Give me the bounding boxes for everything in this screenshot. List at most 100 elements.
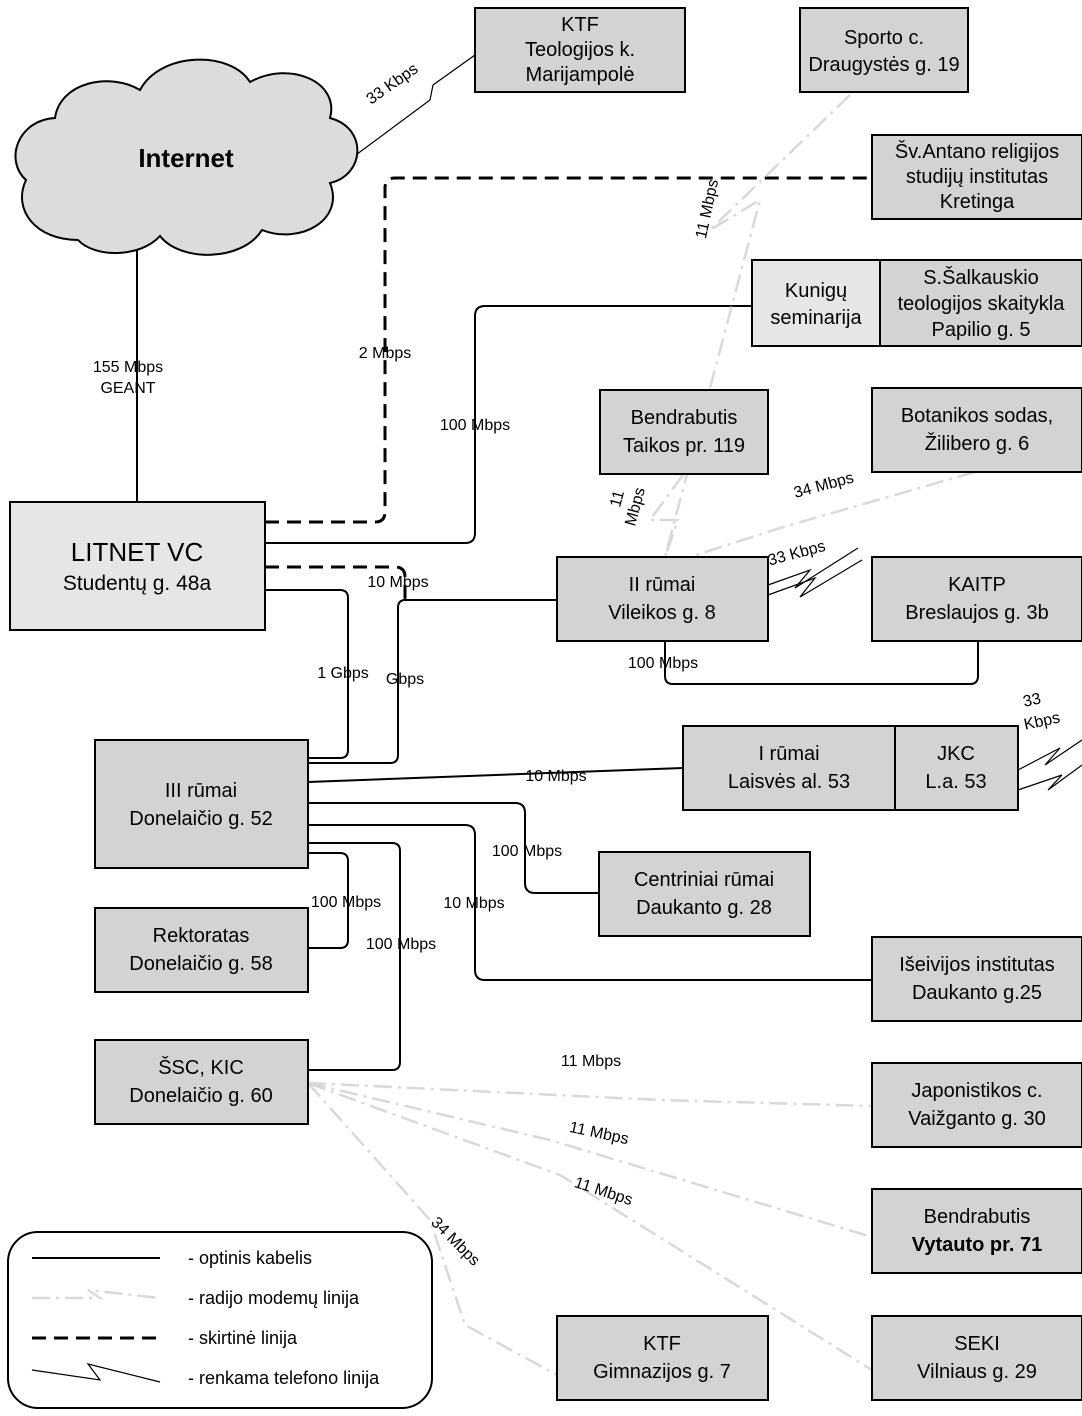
node-line: Vileikos g. 8	[608, 602, 715, 624]
label-155mbps: 155 Mbps	[93, 359, 163, 376]
link-iii-iseivijos	[308, 824, 872, 981]
node-ktf-marijampole: KTF Teologijos k. Marijampolė	[474, 7, 686, 93]
label-11mbps-sporto: 11 Mbps	[693, 178, 722, 240]
link-jkc-phone-b	[1017, 764, 1082, 791]
label-33kbps-ii: 33 Kbps	[766, 538, 827, 570]
link-ii-iii	[308, 599, 557, 764]
node-line: Centriniai rūmai	[634, 869, 774, 891]
link-litnet-kunigu	[265, 305, 752, 544]
node-line: Donelaičio g. 52	[129, 808, 272, 830]
internet-cloud: Internet	[14, 58, 359, 256]
label-10mbps-ii: 10 Mbps	[367, 574, 428, 591]
node-litnet: LITNET VC Studentų g. 48a	[9, 501, 266, 631]
link-ii-phone-b	[767, 559, 863, 598]
link-ii-phone-a	[767, 547, 859, 589]
node-line: Kretinga	[940, 191, 1015, 213]
label-2mbps: 2 Mbps	[359, 345, 411, 362]
link-iii-centriniai	[308, 802, 599, 894]
link-litnet-iii-a	[265, 589, 349, 759]
node-centriniai: Centriniai rūmai Daukanto g. 28	[598, 851, 811, 937]
node-line: II rūmai	[629, 574, 696, 596]
link-sporto-ii	[663, 94, 851, 558]
node-line: Vilniaus g. 29	[917, 1361, 1037, 1383]
label-10mbps-iseivijos: 10 Mbps	[443, 895, 504, 912]
link-ssc-japonistikos	[307, 1081, 873, 1108]
node-line: KAITP	[948, 574, 1006, 596]
link-jkc-phone-a	[1017, 739, 1082, 771]
node-line: studijų institutas	[906, 166, 1048, 188]
node-bendrabutis-taikos: Bendrabutis Taikos pr. 119	[599, 389, 769, 475]
node-line: Kunigų	[785, 280, 847, 302]
label-geant: GEANT	[100, 380, 155, 397]
node-line: Breslaujos g. 3b	[905, 602, 1048, 624]
label-1gbps: 1 Gbps	[317, 665, 369, 682]
cloud-shape	[14, 58, 359, 256]
label-33-jkc: 33	[1022, 690, 1043, 710]
link-iii-rektoratas	[308, 852, 349, 949]
node-line: Japonistikos c.	[911, 1080, 1042, 1102]
node-iii-rumai: III rūmai Donelaičio g. 52	[94, 739, 309, 869]
node-jkc: JKC L.a. 53	[894, 725, 1019, 811]
node-sporto: Sporto c. Draugystės g. 19	[799, 7, 969, 93]
link-taikos-ii	[647, 474, 685, 558]
node-line: teologijos skaitykla	[898, 293, 1066, 315]
link-litnet-svantano	[265, 176, 872, 524]
node-line: Daukanto g. 28	[636, 897, 772, 919]
label-100mbps-kunigu: 100 Mbps	[440, 417, 510, 434]
node-line: Draugystės g. 19	[808, 54, 959, 76]
node-line: S.Šalkauskio	[923, 266, 1039, 289]
links	[136, 54, 1082, 1377]
node-line: SEKI	[954, 1333, 1000, 1355]
label-mbps-taikos: Mbps	[622, 486, 649, 528]
node-line: Botanikos sodas,	[901, 405, 1053, 427]
legend-fiber-label: - optinis kabelis	[188, 1248, 312, 1268]
node-line: III rūmai	[165, 780, 237, 802]
node-iseivijos: Išeivijos institutas Daukanto g.25	[871, 936, 1082, 1022]
label-100mbps-rektoratas: 100 Mbps	[311, 894, 381, 911]
node-line: seminarija	[770, 307, 862, 329]
node-line: Teologijos k.	[525, 39, 635, 61]
link-ssc-seki	[307, 1081, 873, 1372]
node-rektoratas: Rektoratas Donelaičio g. 58	[94, 907, 309, 993]
node-line: LITNET VC	[71, 537, 203, 567]
node-i-rumai: I rūmai Laisvės al. 53	[682, 725, 896, 811]
link-ii-kaitp	[664, 640, 979, 685]
node-line: JKC	[937, 743, 975, 765]
node-line: Taikos pr. 119	[623, 435, 745, 457]
label-33kbps-ktf: 33 Kbps	[363, 61, 421, 109]
legend: - optinis kabelis - radijo modemų linija…	[7, 1231, 433, 1409]
node-line: Laisvės al. 53	[728, 771, 850, 793]
node-bendrabutis-vytauto: Bendrabutis Vytauto pr. 71	[871, 1188, 1082, 1274]
legend-phone-label: - renkama telefono linija	[188, 1368, 380, 1388]
link-litnet-ii-leased	[265, 565, 407, 600]
node-line: Sporto c.	[844, 27, 924, 49]
node-line: KTF	[643, 1333, 681, 1355]
node-ktf-gimnazijos: KTF Gimnazijos g. 7	[556, 1315, 769, 1401]
node-line: Išeivijos institutas	[899, 954, 1055, 976]
link-ssc-vytauto	[307, 1081, 873, 1239]
node-line: Papilio g. 5	[932, 319, 1031, 341]
label-11-taikos: 11	[607, 489, 628, 510]
link-internet-ktf	[344, 54, 476, 164]
node-line: Gimnazijos g. 7	[593, 1361, 731, 1383]
node-japonistikos: Japonistikos c. Vaižganto g. 30	[871, 1062, 1082, 1148]
label-10mbps-i: 10 Mbps	[525, 768, 586, 785]
link-iii-i	[307, 767, 684, 783]
link-ssc-ktf	[307, 1082, 558, 1377]
node-line: Žilibero g. 6	[925, 432, 1030, 455]
legend-radio-label: - radijo modemų linija	[188, 1288, 360, 1308]
label-100mbps-ssc: 100 Mbps	[366, 936, 436, 953]
legend-radio-sample	[32, 1288, 161, 1300]
node-line: Bendrabutis	[631, 407, 738, 429]
node-line: Šv.Antano religijos	[895, 140, 1059, 163]
label-11mbps-vytauto: 11 Mbps	[568, 1119, 630, 1148]
node-line: Vytauto pr. 71	[912, 1234, 1042, 1256]
node-line: L.a. 53	[925, 771, 986, 793]
node-line: Bendrabutis	[924, 1206, 1031, 1228]
node-kunigu: Kunigų seminarija	[751, 259, 881, 347]
label-gbps: Gbps	[386, 671, 424, 688]
node-line: KTF	[561, 14, 599, 36]
legend-phone-sample	[31, 1363, 161, 1383]
legend-box	[7, 1231, 433, 1409]
node-salkauskio: S.Šalkauskio teologijos skaitykla Papili…	[879, 259, 1082, 347]
